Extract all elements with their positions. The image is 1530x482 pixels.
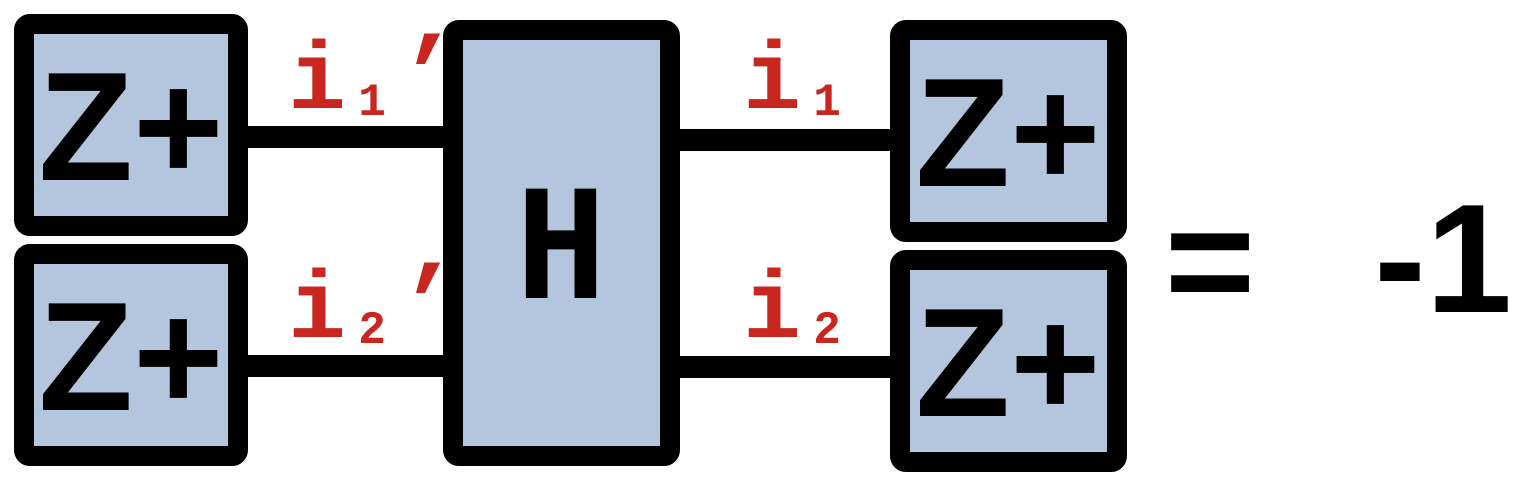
index-left-bottom-subscript: 2 <box>358 305 386 357</box>
equals-sign: = <box>1165 174 1256 347</box>
index-left-top-prime: ’ <box>398 24 458 137</box>
index-left-bottom: i 2 ’ <box>288 253 458 366</box>
index-left-top: i 1 ’ <box>288 24 458 137</box>
box-left-top-label: Z+ <box>38 40 223 213</box>
box-right-bottom-label: Z+ <box>915 276 1100 449</box>
box-left-bottom-label: Z+ <box>38 270 223 443</box>
index-right-bottom: i 2 <box>743 257 841 366</box>
equation: = -1 <box>1165 172 1512 347</box>
box-left-top-frame <box>14 14 248 236</box>
index-left-bottom-base: i <box>288 257 346 366</box>
box-right-top-frame <box>890 20 1127 242</box>
index-right-top-base: i <box>743 28 801 137</box>
box-left-top: Z+ <box>14 14 248 236</box>
box-right-bottom: Z+ <box>890 250 1127 472</box>
index-right-bottom-base: i <box>743 257 801 366</box>
equation-result: -1 <box>1374 172 1512 345</box>
box-left-bottom: Z+ <box>14 244 248 466</box>
box-right-bottom-frame <box>890 250 1127 472</box>
index-left-top-base: i <box>288 28 346 137</box>
box-right-top-label: Z+ <box>915 46 1100 219</box>
index-right-top: i 1 <box>743 28 841 137</box>
box-center-label: H <box>516 160 606 334</box>
index-left-bottom-prime: ’ <box>398 253 458 366</box>
box-left-bottom-frame <box>14 244 248 466</box>
box-center: H <box>443 20 680 466</box>
index-right-top-subscript: 1 <box>813 77 841 129</box>
index-right-bottom-subscript: 2 <box>813 305 841 357</box>
box-center-frame <box>443 20 680 466</box>
index-left-top-subscript: 1 <box>358 77 386 129</box>
box-right-top: Z+ <box>890 20 1127 242</box>
